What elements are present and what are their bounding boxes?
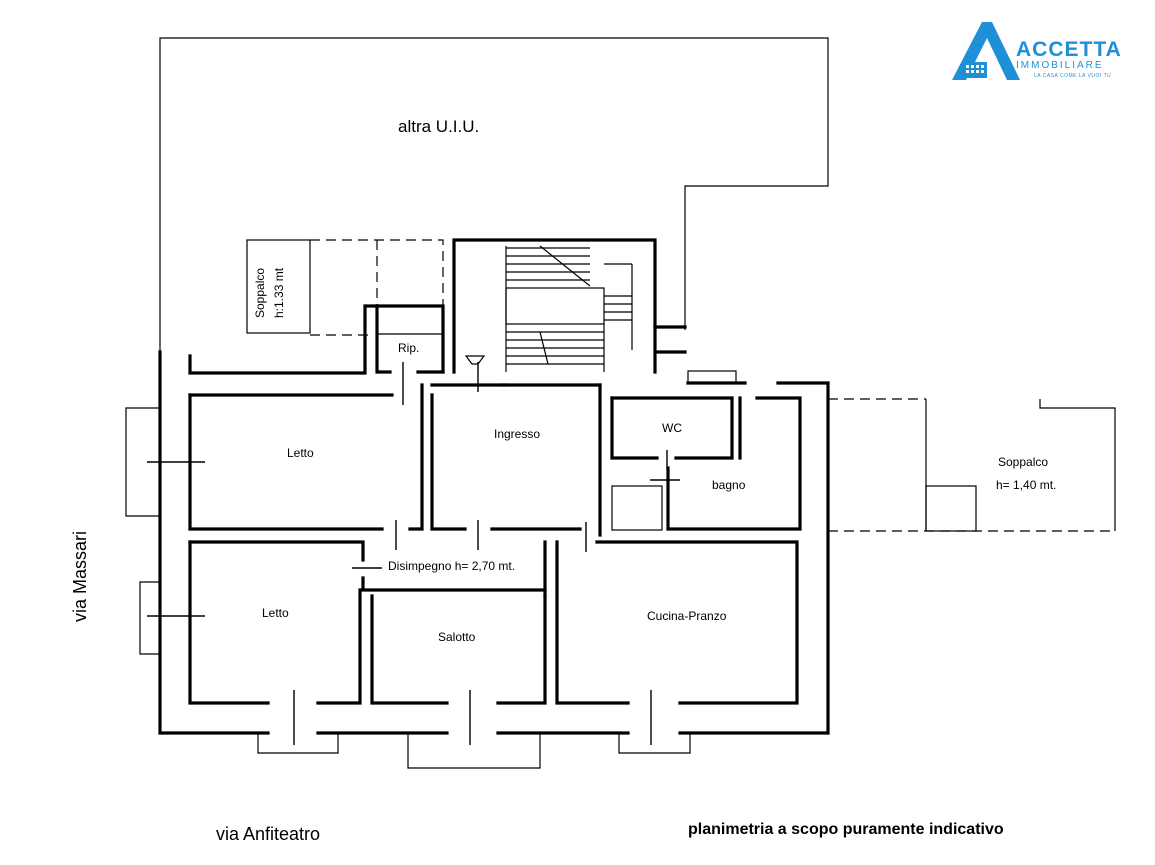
mezzanine-left: Soppalco h:1.33 mt [246, 239, 444, 336]
balconies [125, 370, 737, 769]
logo-name: ACCETTA [1016, 38, 1122, 61]
storage-room: Rip. [375, 304, 445, 374]
logo-subtitle: IMMOBILIARE [1016, 60, 1104, 71]
entrance-label: Ingresso [494, 427, 540, 441]
logo-mark-icon [952, 22, 1020, 80]
mezzanine-left-label-2: h:1.33 mt [272, 267, 286, 318]
company-logo: ACCETTA IMMOBILIARE LA CASA COME LA VUOI… [952, 22, 1122, 80]
kitchen-label: Cucina-Pranzo [647, 609, 727, 623]
other-unit-label: altra U.I.U. [398, 117, 479, 136]
living-room-label: Salotto [438, 630, 476, 644]
doors-windows [147, 362, 680, 745]
wc-label: WC [662, 421, 682, 435]
street-left-label: via Massari [70, 531, 90, 622]
other-unit-outline [159, 37, 829, 352]
bedroom-top-label: Letto [287, 446, 314, 460]
street-bottom-label: via Anfiteatro [216, 824, 320, 844]
disclaimer-note: planimetria a scopo puramente indicativo [688, 821, 1004, 838]
storage-label: Rip. [398, 341, 419, 355]
hallway-label: Disimpegno h= 2,70 mt. [388, 559, 515, 573]
bathroom-label: bagno [712, 478, 746, 492]
bedroom-bottom-label: Letto [262, 606, 289, 620]
interior-walls [188, 383, 802, 705]
mezzanine-left-label-1: Soppalco [253, 268, 267, 318]
mezzanine-right-label-1: Soppalco [998, 455, 1048, 469]
mezzanine-right: Soppalco h= 1,40 mt. [828, 398, 1116, 532]
mezzanine-right-label-2: h= 1,40 mt. [996, 478, 1056, 492]
main-staircase [464, 245, 633, 372]
logo-tagline: LA CASA COME LA VUOI TU [1034, 73, 1111, 79]
